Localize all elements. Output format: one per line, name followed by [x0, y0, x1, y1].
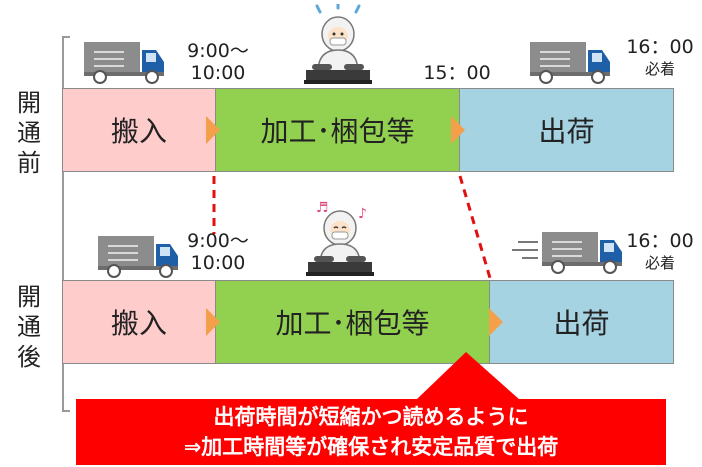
after-timeline-bar: 搬入 加工･梱包等 出荷 [62, 280, 674, 364]
summary-callout: 出荷時間が短縮かつ読めるように ⇒加工時間等が確保され安定品質で出荷 [76, 399, 666, 465]
after-deadline-note: 必着 [644, 254, 675, 272]
before-arrow-2 [451, 116, 465, 144]
truck-icon [84, 42, 164, 84]
worker-icon [304, 4, 372, 84]
before-shipping-segment: 出荷 [459, 89, 673, 171]
bracket-tick-bottom [62, 410, 70, 412]
after-arrow-2 [489, 308, 503, 336]
after-arrival-time: 9:00～ 10:00 [176, 230, 260, 274]
before-inbound-label: 搬入 [110, 115, 167, 148]
label-after-opening: 開 通 後 [14, 282, 44, 372]
before-arrow-1 [206, 116, 220, 144]
after-arrival-time-line1: 9:00～ [187, 230, 249, 252]
before-processing-end: 15：00 [423, 62, 491, 84]
before-deadline: 16：00 必着 [622, 36, 698, 80]
after-processing-segment: 加工･梱包等 [215, 281, 489, 363]
after-inbound-segment: 搬入 [63, 281, 215, 363]
after-shipping-segment: 出荷 [489, 281, 673, 363]
label-before-char: 前 [17, 149, 41, 177]
callout-line-1: 出荷時間が短縮かつ読めるように [213, 405, 529, 429]
callout-line-2: ⇒加工時間等が確保され安定品質で出荷 [183, 435, 559, 459]
label-after-char: 開 [17, 283, 41, 311]
label-after-char: 通 [17, 313, 41, 341]
after-inbound-label: 搬入 [110, 307, 167, 340]
after-deadline: 16：00 必着 [622, 230, 698, 274]
after-processing-label: 加工･梱包等 [275, 307, 430, 340]
label-before-opening: 開 通 前 [14, 88, 44, 178]
timeline-bracket [62, 36, 64, 412]
before-arrival-time-line1: 9:00～ [187, 40, 249, 62]
speed-lines [512, 241, 538, 259]
truck-icon [542, 232, 622, 274]
truck-icon [98, 236, 178, 278]
music-note-icon: ♪ [358, 206, 367, 222]
after-arrival-time-line2: 10:00 [190, 252, 246, 274]
before-arrival-time-line2: 10:00 [190, 62, 246, 84]
before-inbound-segment: 搬入 [63, 89, 215, 171]
truck-icon [530, 42, 610, 84]
label-after-char: 後 [17, 343, 41, 371]
label-before-char: 開 [17, 89, 41, 117]
before-shipping-label: 出荷 [538, 115, 595, 148]
after-arrow-1 [206, 308, 220, 336]
label-before-char: 通 [17, 119, 41, 147]
before-processing-segment: 加工･梱包等 [215, 89, 459, 171]
music-note-icon: ♬ [316, 200, 329, 216]
after-shipping-label: 出荷 [553, 307, 610, 340]
worker-icon: ♬ ♪ [306, 200, 374, 276]
before-timeline-bar: 搬入 加工･梱包等 出荷 [62, 88, 674, 172]
before-deadline-time: 16：00 [626, 36, 694, 58]
before-arrival-time: 9:00～ 10:00 [176, 40, 260, 84]
before-deadline-note: 必着 [644, 60, 675, 78]
after-deadline-time: 16：00 [626, 230, 694, 252]
bracket-tick-top [62, 36, 70, 38]
before-processing-label: 加工･梱包等 [260, 115, 415, 148]
